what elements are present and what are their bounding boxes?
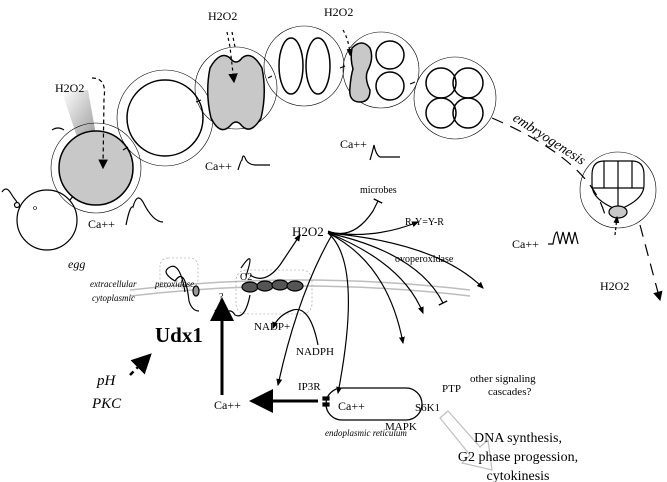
nadph-label: NADPH (296, 346, 334, 358)
ph-label: pH (96, 373, 117, 389)
h2o2-label: H2O2 (600, 279, 629, 293)
ptp-label: PTP (442, 383, 461, 395)
sperm-tail (1, 188, 18, 203)
ca-label: Ca++ (88, 217, 115, 231)
ryyr-label: R-Y=Y-R (405, 217, 444, 228)
microbes-label: microbes (360, 185, 397, 196)
embryogenesis-label: embryogenesis (510, 111, 588, 169)
ca-label: Ca++ (205, 159, 232, 173)
er-label: endoplasmic reticulum (325, 428, 407, 438)
one-cell-embryo (126, 79, 204, 157)
ca-cytoplasm-label: Ca++ (214, 398, 241, 412)
egg-cell (16, 189, 78, 251)
fertilized-egg (58, 130, 134, 206)
other-signaling-label: other signaling (470, 373, 536, 385)
light-beam (62, 90, 96, 140)
late-embryo (579, 151, 657, 229)
nadp-label: NADP+ (254, 321, 290, 333)
ovoperoxidase-label: ovoperoxidase (395, 254, 454, 265)
h2o2-center-label: H2O2 (292, 224, 324, 239)
ca-label: Ca++ (512, 237, 539, 251)
h2o2-label: H2O2 (55, 81, 84, 95)
outcome-line-2: G2 phase progession, (458, 450, 578, 465)
udx1-label: Udx1 (155, 323, 203, 347)
peroxidase-label: peroxidase (154, 279, 194, 289)
sperm-head (13, 201, 21, 209)
h2o2-label: H2O2 (208, 9, 237, 23)
egg-label: egg (68, 257, 85, 271)
cytoplasmic-label: cytoplasmic (92, 293, 135, 303)
hollow-arrow (439, 410, 493, 471)
cascades-label: cascades? (488, 386, 531, 398)
udx1-complex (235, 269, 313, 315)
s6k1-label: S6K1 (415, 402, 440, 414)
cleaving-cell (207, 54, 265, 131)
extracellular-label: extracellular (90, 279, 137, 289)
ip3r-label: IP3R (298, 381, 321, 393)
membrane (129, 279, 471, 291)
outcome-line-1: DNA synthesis, (474, 431, 562, 446)
outcome-line-3: cytokinesis (487, 469, 550, 482)
ca-er-label: Ca++ (338, 399, 365, 413)
question-mark: ? (219, 292, 224, 303)
o2-label: O2 (240, 272, 252, 283)
mapk-label: MAPK (385, 421, 417, 433)
h2o2-label: H2O2 (324, 5, 353, 19)
pkc-label: PKC (91, 396, 122, 412)
ca-wave-1 (125, 197, 164, 226)
ca-label: Ca++ (340, 137, 367, 151)
